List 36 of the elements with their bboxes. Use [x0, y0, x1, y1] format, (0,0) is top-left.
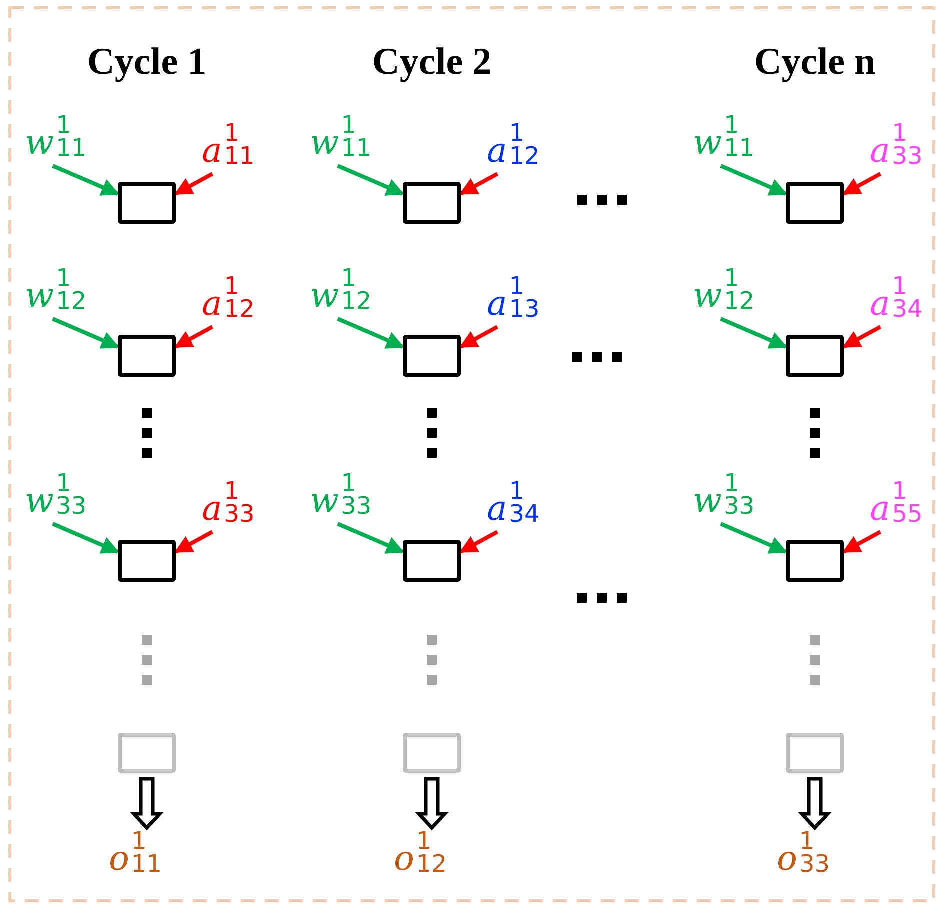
arrow: [174, 530, 214, 554]
cell-box: [403, 540, 461, 582]
cell-box: [118, 733, 176, 773]
arrow: [337, 522, 405, 554]
cell-box: [403, 182, 461, 224]
arrow: [459, 172, 499, 196]
arrow: [459, 530, 499, 554]
arrow: [337, 317, 405, 349]
cell-box: [118, 182, 176, 224]
hollow-arrow: [798, 777, 832, 831]
cell-box: [786, 540, 844, 582]
hollow-arrow: [414, 777, 450, 831]
arrow: [174, 325, 214, 349]
arrow: [720, 317, 788, 349]
cell-box: [403, 335, 461, 377]
arrow: [459, 325, 499, 349]
arrow: [842, 530, 882, 554]
hollow-arrow: [130, 777, 164, 831]
cell-box: [786, 733, 844, 773]
column-heading: Cycle 1: [86, 40, 208, 84]
cell-box: [786, 335, 844, 377]
arrow: [52, 522, 120, 554]
arrow: [52, 317, 120, 349]
arrow: [174, 172, 214, 196]
column-heading: Cycle n: [753, 40, 877, 84]
arrow: [842, 172, 882, 196]
arrow: [52, 164, 120, 196]
arrow: [337, 164, 405, 196]
cell-box: [118, 335, 176, 377]
arrow: [720, 522, 788, 554]
column-heading: Cycle 2: [371, 40, 493, 84]
cell-box: [786, 182, 844, 224]
arrow: [842, 325, 882, 349]
cell-box: [118, 540, 176, 582]
arrow: [720, 164, 788, 196]
cell-box: [403, 733, 461, 773]
